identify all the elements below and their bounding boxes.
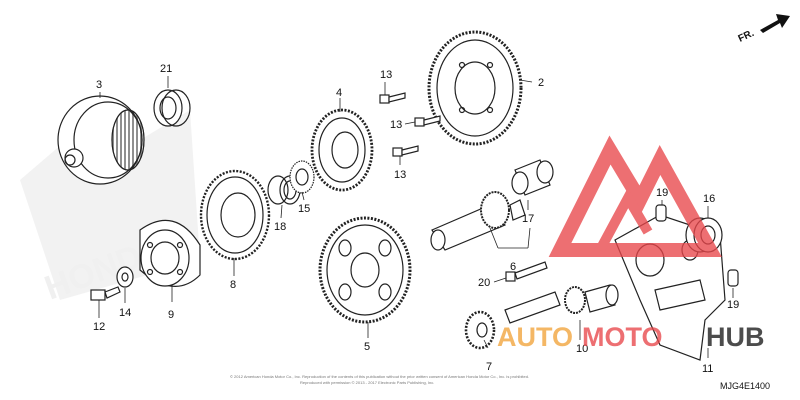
front-direction-indicator: FR. bbox=[737, 14, 790, 45]
part-9-hub bbox=[139, 219, 201, 287]
part-10-gear-assembly bbox=[504, 284, 619, 324]
callout-part-13-bottom: 13 bbox=[394, 169, 406, 181]
part-13-bolts bbox=[379, 92, 441, 157]
callout-part-8: 8 bbox=[230, 279, 236, 291]
part-8-plate bbox=[199, 169, 271, 261]
callout-part-18: 18 bbox=[274, 221, 286, 233]
callout-part-14: 14 bbox=[119, 307, 131, 319]
front-direction-label: FR. bbox=[737, 28, 756, 45]
diagram-code: MJG4E1400 bbox=[720, 381, 770, 391]
callout-part-15: 15 bbox=[298, 203, 310, 215]
part-15-washer bbox=[289, 160, 315, 194]
callout-numbers: 2 3 4 5 6 7 8 9 10 11 12 13 13 13 14 15 … bbox=[93, 63, 739, 375]
callout-part-2: 2 bbox=[538, 77, 544, 89]
callout-part-13-top: 13 bbox=[380, 69, 392, 81]
callout-part-9: 9 bbox=[168, 309, 174, 321]
copyright-line-1: © 2012 American Honda Motor Co., Inc. Re… bbox=[230, 374, 529, 379]
leader-lines bbox=[98, 76, 734, 358]
part-5-large-gear bbox=[318, 216, 412, 324]
part-17-sleeve bbox=[511, 159, 554, 196]
automotohub-watermark-logo: AUTO MOTO HUB bbox=[497, 135, 765, 352]
part-20-bolt bbox=[505, 261, 548, 282]
part-4-gear bbox=[310, 108, 374, 192]
callout-part-21: 21 bbox=[160, 63, 172, 75]
copyright-line-2: Reproduced with permission © 2013 - 2017… bbox=[300, 380, 434, 385]
watermark-moto-text: MOTO bbox=[582, 322, 663, 352]
watermark-auto-text: AUTO bbox=[497, 322, 573, 352]
callout-part-7: 7 bbox=[486, 361, 492, 373]
part-21-bearing bbox=[153, 89, 191, 127]
callout-part-5: 5 bbox=[364, 341, 370, 353]
callout-part-19-bottom: 19 bbox=[727, 299, 739, 311]
front-arrow-icon bbox=[760, 14, 790, 33]
callout-part-12: 12 bbox=[93, 321, 105, 333]
callout-part-16: 16 bbox=[703, 193, 715, 205]
callout-part-19-top: 19 bbox=[656, 187, 668, 199]
part-6-shaft bbox=[430, 191, 526, 251]
watermark-hub-text: HUB bbox=[706, 322, 765, 352]
callout-part-4: 4 bbox=[336, 87, 342, 99]
part-14-washer bbox=[116, 266, 134, 288]
callout-part-6: 6 bbox=[510, 261, 516, 273]
callout-part-10: 10 bbox=[576, 343, 588, 355]
callout-part-3: 3 bbox=[96, 79, 102, 91]
callout-part-13-middle: 13 bbox=[390, 119, 402, 131]
callout-part-20: 20 bbox=[478, 277, 490, 289]
part-12-bolt bbox=[90, 286, 121, 301]
part-19-dowels bbox=[655, 204, 739, 287]
part-2-ring-gear bbox=[427, 30, 523, 146]
part-7-small-gear bbox=[464, 310, 496, 350]
callout-part-11: 11 bbox=[702, 363, 713, 375]
part-3-drum bbox=[57, 95, 145, 185]
callout-part-17: 17 bbox=[522, 213, 534, 225]
